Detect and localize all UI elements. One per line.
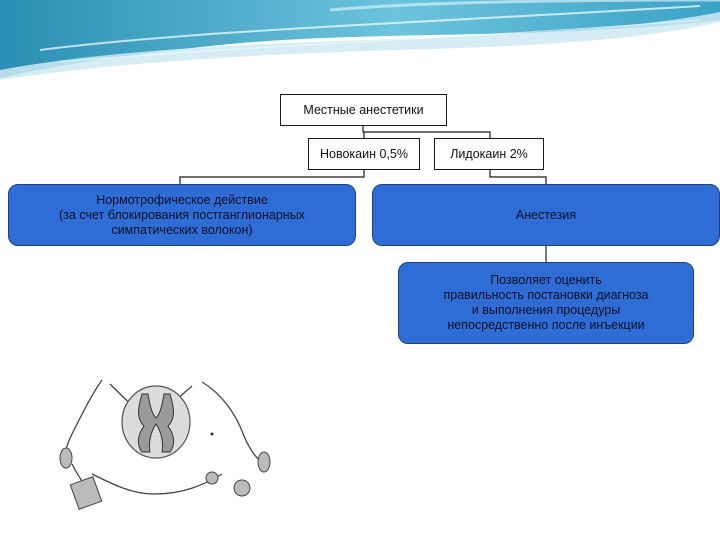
header-wave-band [0,0,720,80]
novocaine-node: Новокаин 0,5% [308,138,420,170]
diagnosis-verification-node: Позволяет оценить правильность постановк… [398,262,694,344]
anesthesia-node: Анестезия [372,184,720,246]
local-anesthetics-node: Местные анестетики [280,94,447,126]
spinal-cord-cross-section-illustration [59,379,271,510]
lidocaine-node: Лидокаин 2% [434,138,544,170]
normotrophic-action-node: Нормотрофическое действие (за счет блоки… [8,184,356,246]
